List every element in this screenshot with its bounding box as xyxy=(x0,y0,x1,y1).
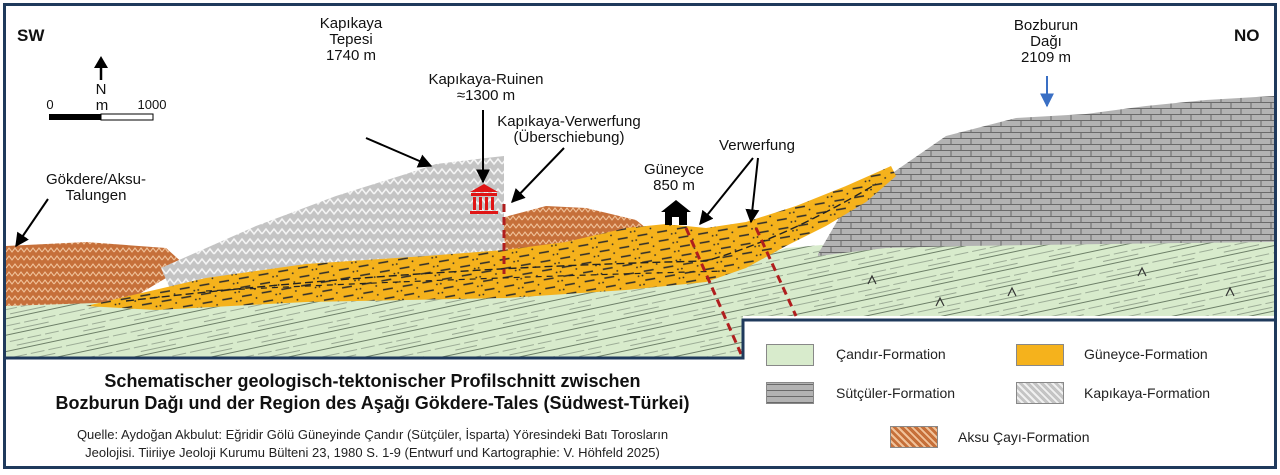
kapikaya-verwerfung-label: Kapıkaya-Verwerfung (Überschiebung) xyxy=(494,114,644,146)
legend-label-kapikaya: Kapıkaya-Formation xyxy=(1084,385,1211,401)
house-icon xyxy=(661,200,691,225)
guneyce-formation-layer xyxy=(86,166,896,310)
figure-title-line-1: Schematischer geologisch-tektonischer Pr… xyxy=(104,371,641,391)
kapikaya-verwerfung-type: (Überschiebung) xyxy=(513,129,625,146)
scale-unit-label: m xyxy=(95,97,109,114)
gokdere-aksu-label: Gökdere/Aksu- Talungen xyxy=(26,172,166,204)
candir-formation-layer xyxy=(6,238,1274,358)
kapikaya-tepesi-name-2: Tepesi xyxy=(329,31,373,48)
bozburun-dagi-name: Bozburun xyxy=(1013,17,1079,34)
kapikaya-ruinen-label: Kapıkaya-Ruinen ≈1300 m xyxy=(406,72,566,104)
figure-title-line-2: Bozburun Dağı und der Region des Aşağı G… xyxy=(55,393,690,413)
legend-swatch-kapikaya xyxy=(1016,382,1064,404)
scale-max-label: 1000 xyxy=(137,97,167,112)
bozburun-dagi-elevation: 2109 m xyxy=(1020,49,1072,66)
kapikaya-ruinen-elevation: ≈1300 m xyxy=(456,87,516,104)
legend-label-guneyce: Güneyce-Formation xyxy=(1084,346,1208,362)
bozburun-dagi-name-2: Dağı xyxy=(1030,33,1062,50)
gokdere-aksu-name: Gökdere/Aksu- xyxy=(45,171,147,188)
source-line-2: Jeolojisi. Tiiriiye Jeoloji Kurumu Bülte… xyxy=(85,445,660,460)
verwerfung-label: Verwerfung xyxy=(719,137,795,154)
kapikaya-tepesi-name: Kapıkaya xyxy=(319,15,383,32)
north-arrow xyxy=(94,56,108,80)
aksu-formation-layer xyxy=(6,242,186,306)
direction-ne-label: NO xyxy=(1234,26,1260,45)
legend-swatch-candir xyxy=(766,344,814,366)
figure-frame: SW NO N 0 m 1000 Kapıkaya Tepesi 1740 m … xyxy=(3,3,1277,469)
kapikaya-tepesi-elevation: 1740 m xyxy=(325,47,377,64)
legend-swatch-guneyce xyxy=(1016,344,1064,366)
guneyce-village-label: Güneyce 850 m xyxy=(634,162,714,194)
legend-swatch-sutculer xyxy=(766,382,814,404)
guneyce-village-name: Güneyce xyxy=(643,161,705,178)
kapikaya-tepesi-label: Kapıkaya Tepesi 1740 m xyxy=(296,16,406,64)
legend-swatch-aksu xyxy=(890,426,938,448)
scale-zero-label: 0 xyxy=(46,97,54,112)
fault-line-2 xyxy=(754,227,798,317)
kapikaya-verwerfung-name: Kapıkaya-Verwerfung xyxy=(497,113,641,130)
sutculer-formation-layer xyxy=(818,96,1274,256)
gokdere-aksu-name-2: Talungen xyxy=(65,187,127,204)
geological-profile xyxy=(6,56,1274,360)
north-label: N xyxy=(95,81,107,98)
bozburun-dagi-label: Bozburun Dağı 2109 m xyxy=(996,18,1096,66)
legend-label-candir: Çandır-Formation xyxy=(836,346,946,362)
direction-sw-label: SW xyxy=(17,26,45,45)
legend-label-aksu: Aksu Çayı-Formation xyxy=(958,429,1090,445)
ruin-temple-icon xyxy=(470,184,498,214)
guneyce-village-elevation: 850 m xyxy=(653,177,695,194)
legend-label-sutculer: Sütçüler-Formation xyxy=(836,385,956,401)
fault-line-1 xyxy=(684,227,743,355)
kapikaya-ruinen-name: Kapıkaya-Ruinen xyxy=(428,71,544,88)
source-line-1: Quelle: Aydoğan Akbulut: Eğridir Gölü Gü… xyxy=(76,427,669,442)
caption-area: Schematischer geologisch-tektonischer Pr… xyxy=(6,362,739,466)
scale-bar xyxy=(49,113,154,121)
